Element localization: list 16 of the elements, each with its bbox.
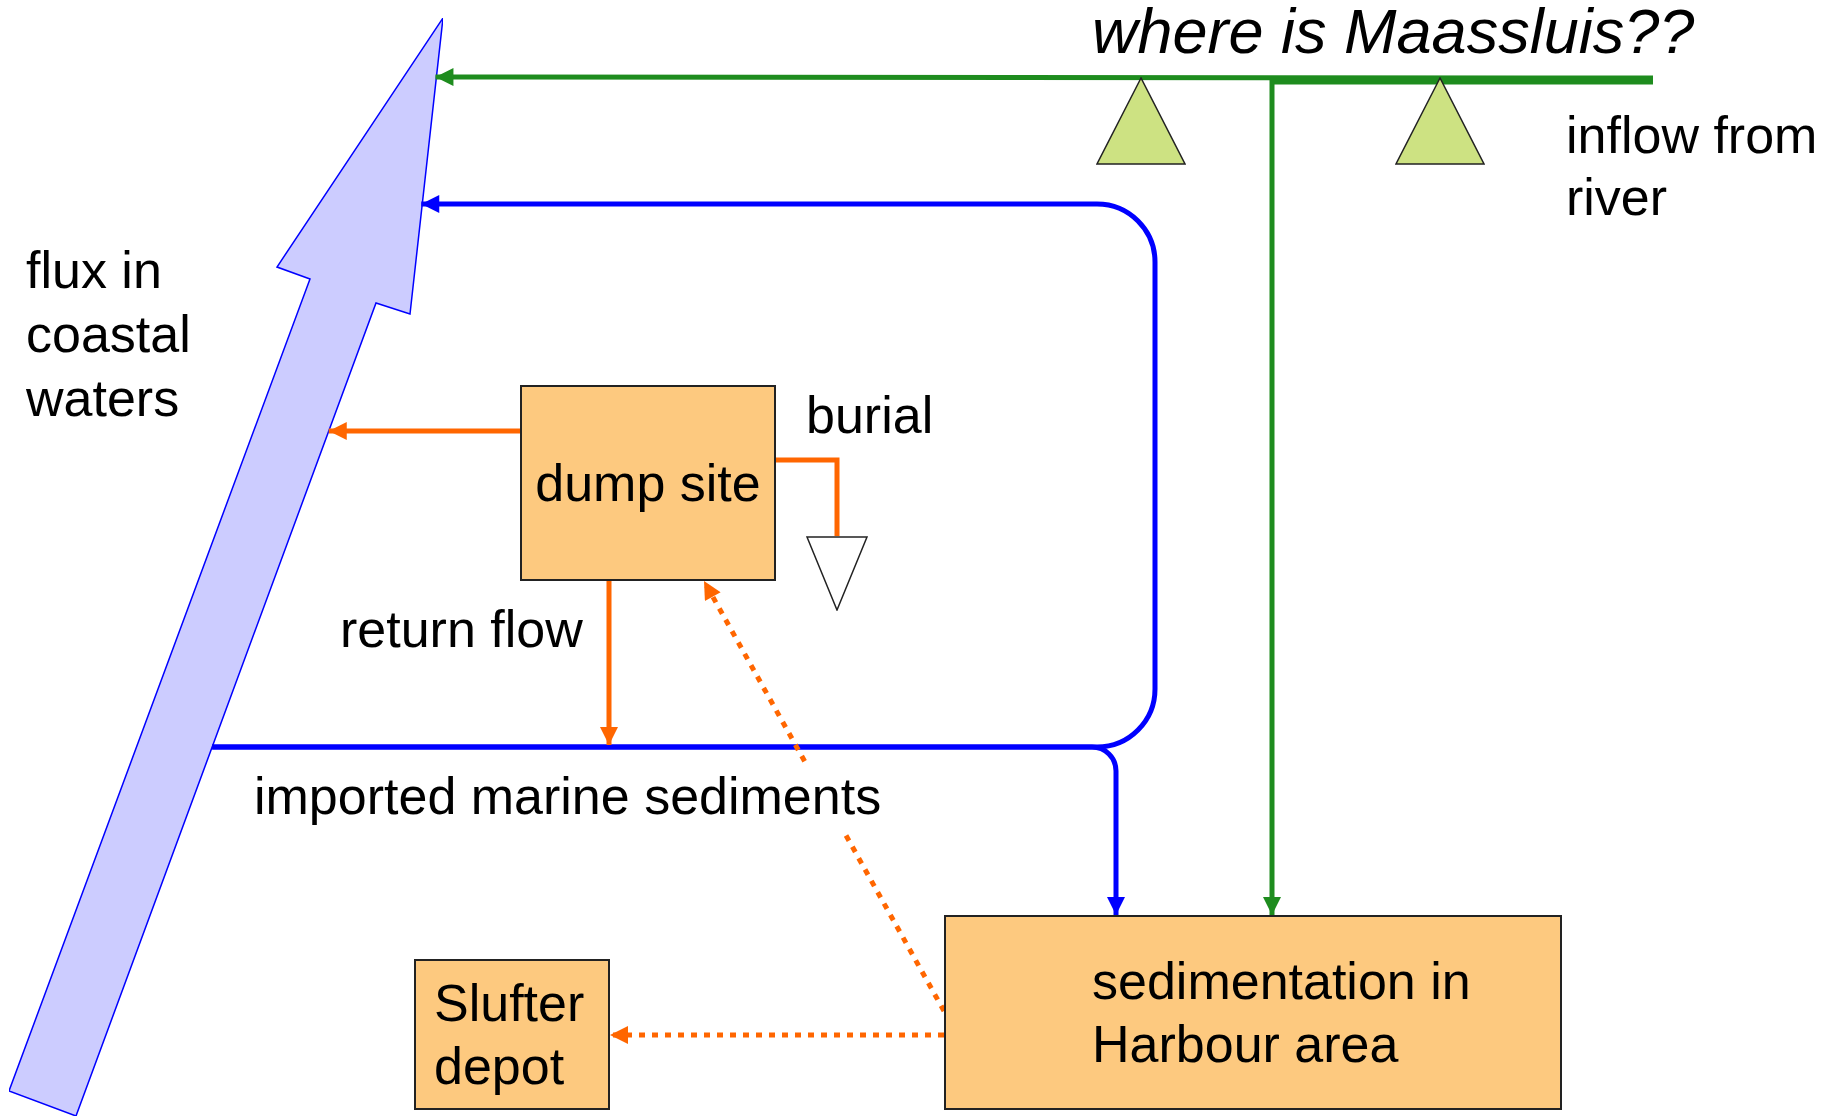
note-text: where is Maassluis?? <box>1092 0 1695 68</box>
sink-triangle <box>806 536 868 611</box>
flow-arrow <box>1263 79 1653 915</box>
dotted-arrow <box>610 1026 944 1044</box>
process-box: dump site <box>520 385 776 581</box>
flow-arrow <box>600 581 618 745</box>
node-caption: flux in coastal waters <box>26 240 192 429</box>
edge-label: return flow <box>340 599 583 660</box>
edge-label: burial <box>806 385 934 446</box>
triangle-marker <box>1096 77 1186 165</box>
triangle-marker <box>1395 77 1485 165</box>
process-box: Slufter depot <box>414 959 610 1110</box>
flow-label: inflow from river <box>1566 104 1838 229</box>
flow-arrow <box>212 744 1125 915</box>
process-box: sedimentation in Harbour area <box>944 915 1562 1110</box>
flow-arrow <box>328 422 520 440</box>
